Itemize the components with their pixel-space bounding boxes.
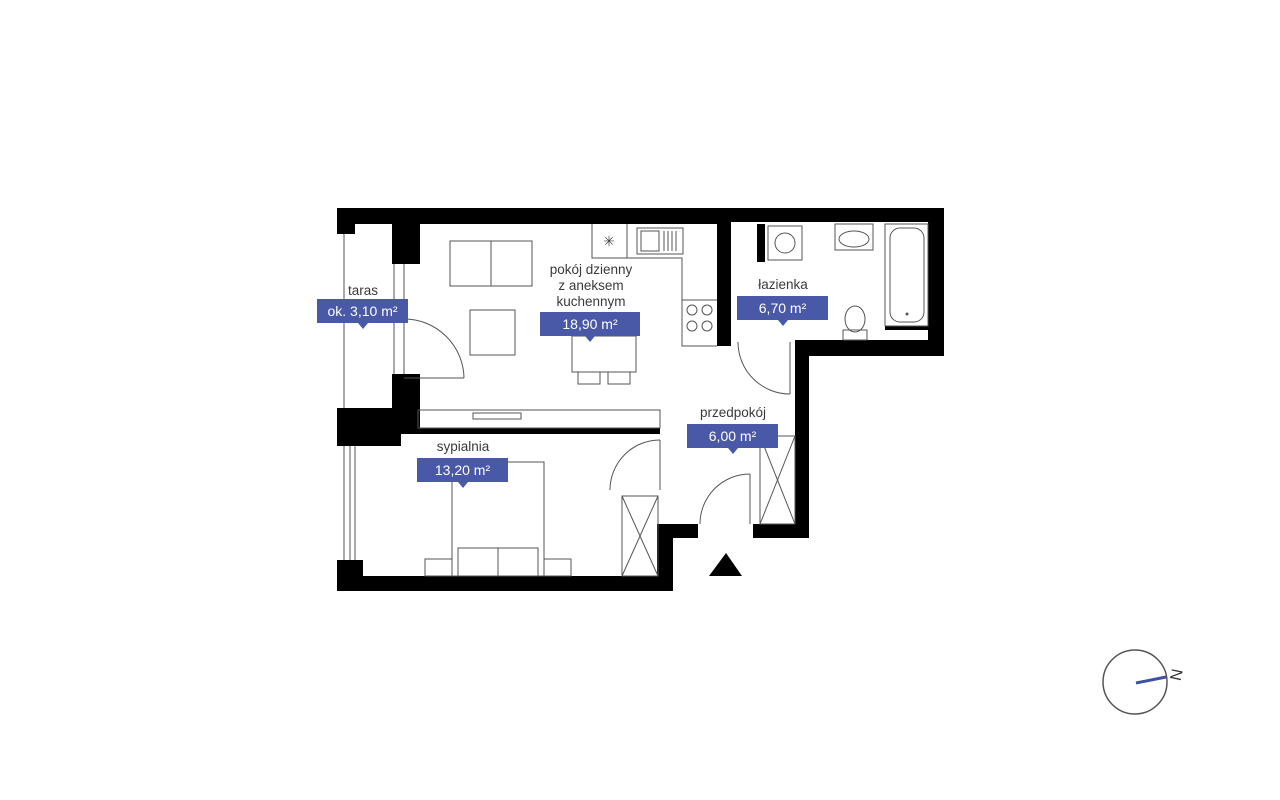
walls bbox=[337, 208, 944, 591]
bedroom-area-badge: 13,20 m² bbox=[417, 458, 508, 488]
bathroom-label: łazienka bbox=[758, 277, 808, 292]
bathroom-area-badge: 6,70 m² bbox=[737, 296, 828, 326]
fridge-icon: ✳ bbox=[603, 234, 615, 250]
living-label-line1: pokój dzienny bbox=[549, 262, 633, 277]
living-label-line2: z aneksem bbox=[558, 278, 624, 293]
taras-area-badge: ok. 3,10 m² bbox=[317, 299, 408, 329]
entrance-marker bbox=[709, 553, 742, 576]
taras-label: taras bbox=[347, 283, 378, 298]
hall-area-badge: 6,00 m² bbox=[687, 424, 778, 454]
hall-label: przedpokój bbox=[699, 405, 767, 420]
living-area-badge: 18,90 m² bbox=[540, 312, 640, 342]
fixtures bbox=[343, 223, 929, 577]
compass bbox=[1102, 649, 1168, 715]
living-label-line3: kuchennym bbox=[556, 294, 626, 309]
bedroom-label: sypialnia bbox=[436, 439, 490, 454]
